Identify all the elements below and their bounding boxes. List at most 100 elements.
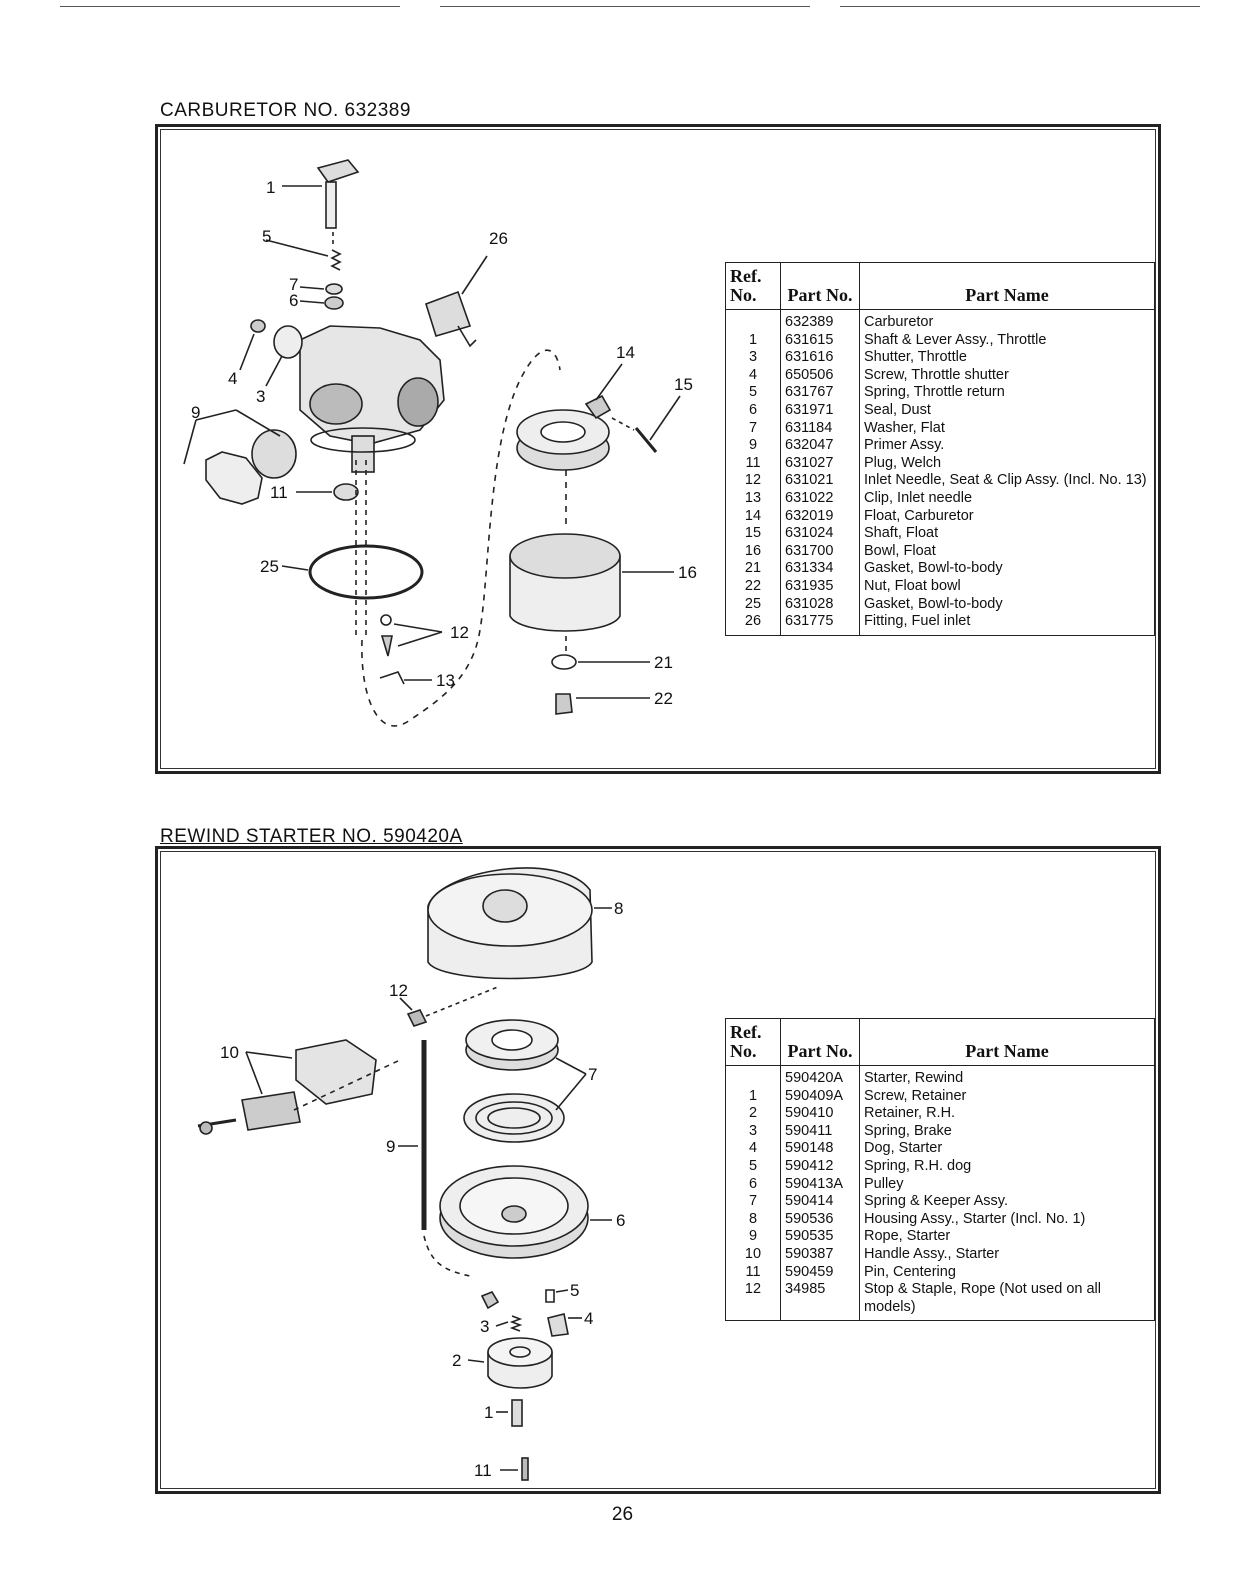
throttle-spring-part — [265, 232, 342, 271]
ref-no-cell: 6 — [725, 1175, 781, 1194]
ref-no-cell: 8 — [725, 1210, 781, 1229]
ref-no-cell: 10 — [725, 1245, 781, 1264]
callout-4: 4 — [228, 369, 237, 388]
part-no-cell: 631028 — [780, 595, 860, 614]
primer-assembly-part — [183, 409, 297, 505]
carburetor-exploded-diagram: 1 5 26 7 6 4 3 9 11 25 12 13 14 15 16 21… — [0, 0, 1245, 780]
part-name-cell: Carburetor — [859, 309, 1155, 332]
callout-7: 7 — [588, 1065, 597, 1084]
part-name-cell: Bowl, Float — [859, 542, 1155, 561]
part-no-cell: 631775 — [780, 613, 860, 636]
part-name-cell: Nut, Float bowl — [859, 577, 1155, 596]
part-name-cell: Spring, Throttle return — [859, 384, 1155, 402]
page-number: 26 — [611, 1504, 634, 1525]
callout-4: 4 — [584, 1309, 593, 1328]
callout-11: 11 — [474, 1461, 492, 1480]
callout-2: 2 — [452, 1351, 461, 1370]
float-part — [516, 363, 623, 471]
part-no-cell: 590409A — [780, 1087, 860, 1106]
part-name-header: Part Name — [859, 262, 1155, 310]
ref-no-cell: 26 — [725, 613, 781, 636]
ref-no-cell: 2 — [725, 1105, 781, 1123]
callout-9: 9 — [386, 1137, 395, 1156]
callout-10: 10 — [220, 1043, 239, 1062]
part-name-cell: Handle Assy., Starter — [859, 1245, 1155, 1264]
part-no-cell: 590410 — [780, 1105, 860, 1123]
part-no-cell: 590459 — [780, 1263, 860, 1282]
part-no-cell: 631184 — [780, 419, 860, 438]
part-no-cell: 631700 — [780, 542, 860, 561]
ref-no-cell: 12 — [725, 472, 781, 490]
starter-handle-part — [197, 1039, 377, 1135]
part-no-cell: 590535 — [780, 1228, 860, 1246]
ref-no-cell: 22 — [725, 577, 781, 596]
part-no-cell: 631021 — [780, 472, 860, 490]
ref-no-cell — [725, 1065, 781, 1088]
callout-6: 6 — [616, 1211, 625, 1230]
part-no-cell: 631334 — [780, 560, 860, 578]
callout-25: 25 — [260, 557, 279, 576]
callout-12: 12 — [450, 623, 469, 642]
part-no-cell: 590536 — [780, 1210, 860, 1229]
part-name-cell: Shutter, Throttle — [859, 349, 1155, 367]
starter-section-title: REWIND STARTER NO. 590420A — [160, 826, 463, 847]
part-name-cell: Primer Assy. — [859, 437, 1155, 455]
callout-3: 3 — [256, 387, 265, 406]
ref-no-cell: 13 — [725, 489, 781, 508]
part-name-cell: Shaft, Float — [859, 525, 1155, 543]
part-no-cell: 631616 — [780, 349, 860, 367]
part-no-cell: 631767 — [780, 384, 860, 402]
part-no-cell: 590413A — [780, 1175, 860, 1194]
ref-no-header: Ref. No. — [725, 1018, 781, 1066]
part-no-cell: 590411 — [780, 1122, 860, 1141]
callout-5: 5 — [570, 1281, 579, 1300]
spring-keeper-part — [463, 1019, 587, 1143]
callout-22: 22 — [654, 689, 673, 708]
ref-no-cell: 25 — [725, 595, 781, 614]
part-name-cell: Fitting, Fuel inlet — [859, 613, 1155, 636]
part-name-cell: Inlet Needle, Seat & Clip Assy. (Incl. N… — [859, 472, 1155, 490]
part-name-cell: Screw, Throttle shutter — [859, 366, 1155, 385]
part-no-cell: 631971 — [780, 401, 860, 420]
part-name-cell: Gasket, Bowl-to-body — [859, 595, 1155, 614]
starter-housing-part — [427, 867, 612, 980]
ref-no-cell: 1 — [725, 1087, 781, 1106]
carburetor-section-title: CARBURETOR NO. 632389 — [160, 100, 411, 121]
part-name-cell: Gasket, Bowl-to-body — [859, 560, 1155, 578]
callout-8: 8 — [614, 899, 623, 918]
part-no-cell: 632389 — [780, 309, 860, 332]
part-no-cell: 590420A — [780, 1065, 860, 1088]
callout-12: 12 — [389, 981, 408, 1000]
shaft-lever-part — [282, 159, 360, 229]
part-no-cell: 631027 — [780, 454, 860, 473]
ref-no-cell: 12 — [725, 1281, 781, 1322]
ref-no-cell: 3 — [725, 1122, 781, 1141]
callout-15: 15 — [674, 375, 693, 394]
fuel-inlet-fitting-part — [425, 255, 488, 348]
callout-21: 21 — [654, 653, 673, 672]
part-name-cell: Washer, Flat — [859, 419, 1155, 438]
part-name-cell: Clip, Inlet needle — [859, 489, 1155, 508]
part-no-cell: 632047 — [780, 437, 860, 455]
part-no-cell: 590414 — [780, 1193, 860, 1211]
part-no-header: Part No. — [780, 1018, 860, 1066]
callout-26: 26 — [489, 229, 508, 248]
